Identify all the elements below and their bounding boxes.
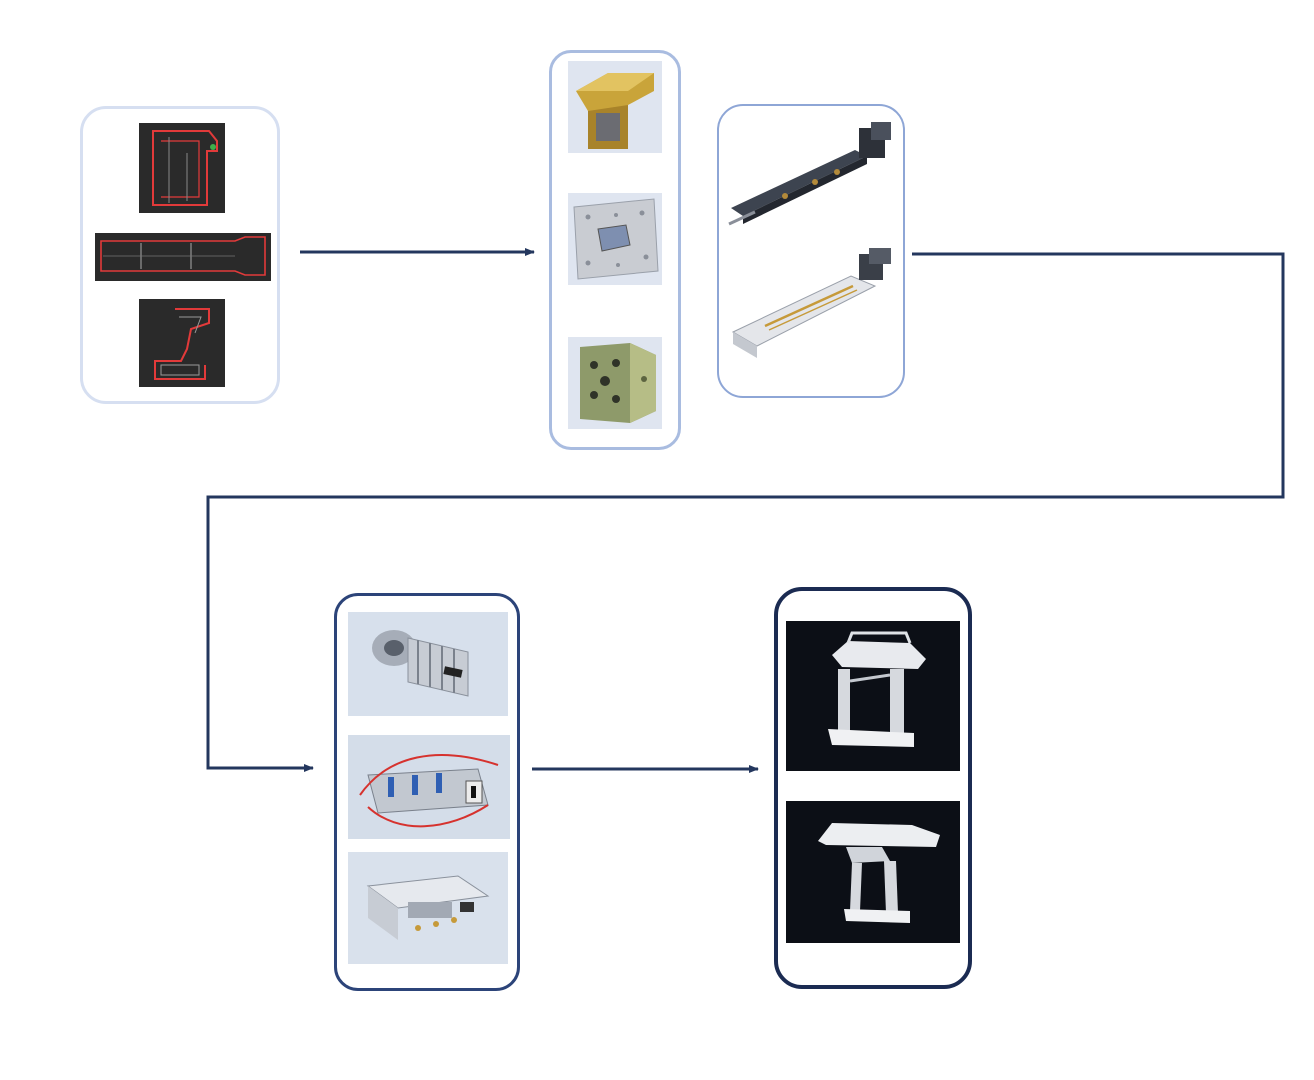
cad-long-profile-icon [95,233,271,281]
die-block-model-icon [568,337,662,429]
calibration-line-icon [725,120,897,238]
profile-3d-model-icon [568,61,662,153]
cad-sash-profile-icon [139,299,225,387]
die-plate-model-icon [568,193,662,285]
stage-extrusion-line-models [717,104,905,398]
final-profile-photo-1-icon [786,621,960,771]
stage-final-profiles [774,587,972,989]
cad-window-profile-icon [139,123,225,213]
stage-manufactured-tooling [334,593,520,991]
stage-die-design-models [549,50,681,450]
connector-line-to-tooling [206,252,1285,772]
stage-profile-drawings [80,106,280,404]
final-profile-photo-2-icon [786,801,960,943]
extrusion-die-photo-icon [348,612,508,716]
cooling-tank-line-icon [725,246,897,366]
vacuum-tank-tooling-photo-icon [348,852,508,964]
calibrator-with-hoses-photo-icon [348,735,510,839]
